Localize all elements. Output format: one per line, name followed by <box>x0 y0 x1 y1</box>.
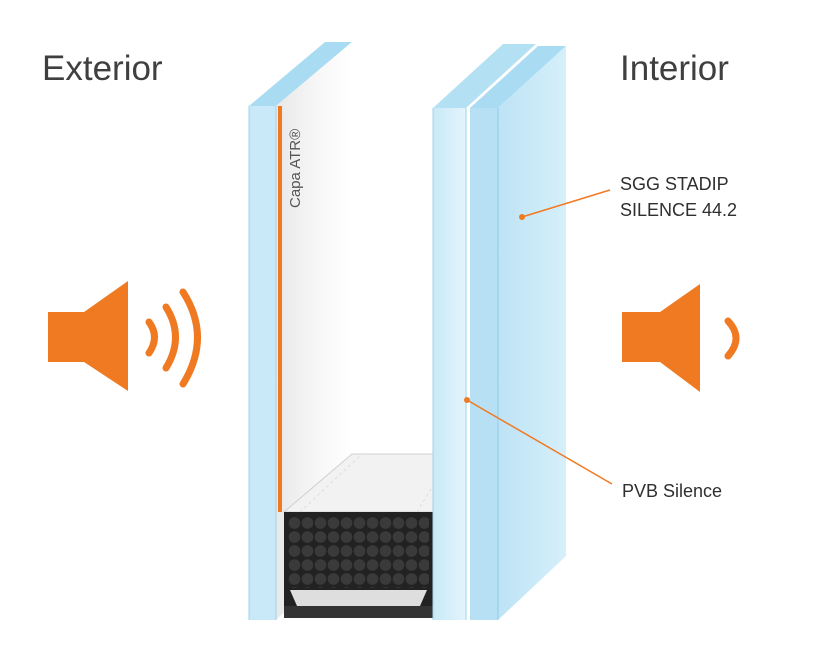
exterior-heading: Exterior <box>42 49 163 88</box>
coating-label: Capa ATR® <box>287 129 304 208</box>
callout-laminated-line2: SILENCE 44.2 <box>620 200 737 220</box>
interior-laminated-glass <box>432 44 566 620</box>
callout-laminated-line1: SGG STADIP <box>620 174 729 194</box>
callout-pvb-label: PVB Silence <box>622 481 722 501</box>
callout-laminated-glass: SGG STADIP SILENCE 44.2 <box>519 174 737 220</box>
spacer-bar <box>284 512 433 618</box>
speaker-loud-icon <box>48 281 201 391</box>
interior-heading: Interior <box>620 49 729 88</box>
speaker-quiet-icon <box>622 284 740 392</box>
callout-pvb: PVB Silence <box>464 397 722 501</box>
